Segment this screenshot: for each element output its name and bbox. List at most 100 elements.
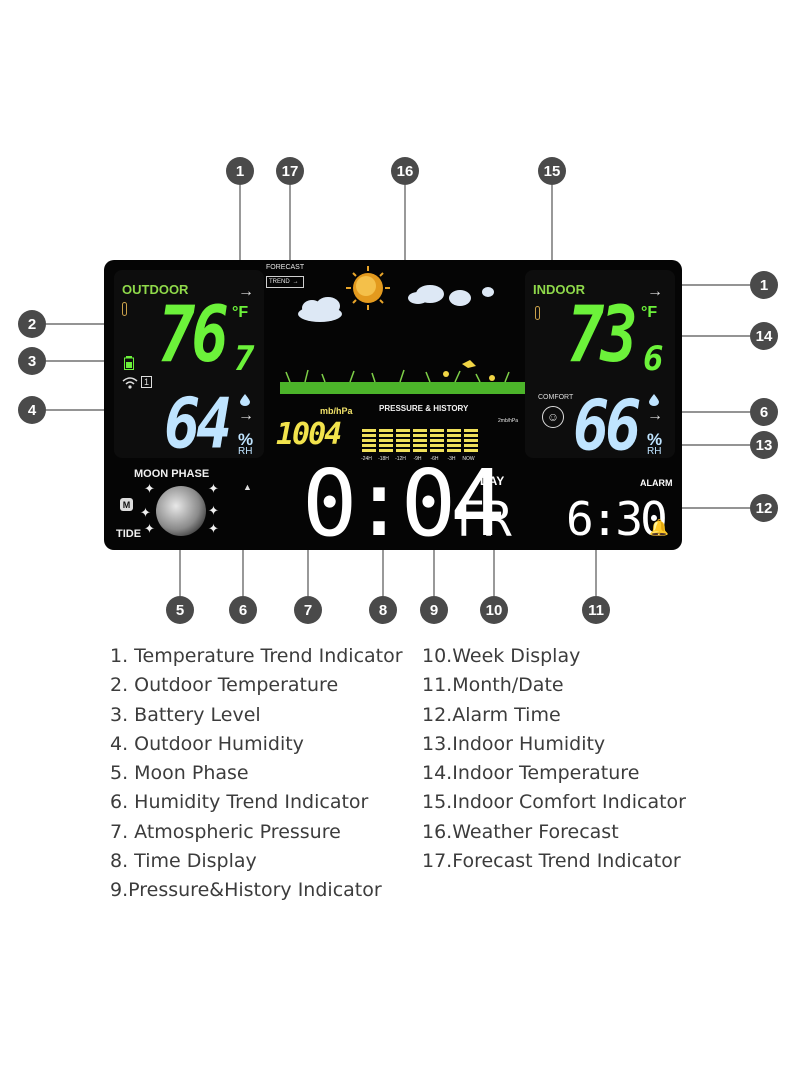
indoor-humidity-trend-arrow: → — [647, 407, 663, 424]
outdoor-title: OUTDOOR — [122, 282, 189, 297]
weather-forecast-icon — [280, 266, 530, 394]
legend-item: 2. Outdoor Temperature — [110, 674, 339, 697]
callout-8: 8 — [369, 596, 397, 624]
legend-item: 16.Weather Forecast — [422, 820, 619, 843]
forecast-trend-arrow: → — [292, 279, 299, 285]
callout-5: 5 — [166, 596, 194, 624]
pressure-history-label: -12H — [395, 456, 406, 462]
outdoor-temp-trend-arrow: → — [238, 283, 254, 300]
butterfly-icon — [462, 360, 476, 368]
legend-right-column: 10.Week Display 11.Month/Date 12.Alarm Tim… — [422, 642, 686, 876]
legend-item: 5. Moon Phase — [110, 762, 249, 785]
indoor-thermometer-icon — [535, 306, 540, 320]
legend-left-column: 1. Temperature Trend Indicator 2. Outdoor… — [110, 642, 403, 906]
pressure-history-title: PRESSURE & HISTORY — [379, 404, 469, 413]
pressure-value: 1004 — [276, 417, 342, 452]
callout-3: 3 — [18, 347, 46, 375]
legend-item: 13.Indoor Humidity — [422, 732, 606, 755]
callout-16: 16 — [391, 157, 419, 185]
alarm-bell-icon: 🔔 — [649, 520, 669, 537]
legend-item: 3. Battery Level — [110, 703, 261, 726]
indoor-humidity-drop-icon — [649, 394, 659, 406]
comfort-label: COMFORT — [538, 394, 574, 401]
indoor-temp-dec: 6 — [643, 339, 664, 379]
callout-14: 14 — [750, 322, 778, 350]
pressure-history-label: -3H — [447, 456, 456, 462]
sun-icon — [346, 266, 390, 310]
pressure-scale-note: 2mb/hPa — [498, 418, 519, 424]
star-icon: ✦ — [144, 521, 155, 536]
outdoor-temp-int: 76 — [158, 288, 229, 380]
star-icon: ✦ — [208, 481, 219, 496]
outdoor-panel: OUTDOOR → 76 7 °F 1 64 → % RH — [114, 270, 264, 459]
callout-15: 15 — [538, 157, 566, 185]
outdoor-temp-dec: 7 — [234, 339, 255, 379]
indoor-temp-unit: °F — [641, 304, 658, 321]
legend-item: 1. Temperature Trend Indicator — [110, 645, 403, 667]
tide-label: TIDE — [116, 528, 142, 540]
callout-2: 2 — [18, 310, 46, 338]
callout-1-top: 1 — [226, 157, 254, 185]
star-icon: ✦ — [140, 505, 151, 520]
callout-11: 11 — [582, 596, 610, 624]
forecast-trend-label: TREND — [269, 279, 290, 285]
thermometer-icon — [122, 302, 127, 316]
grass-icon — [280, 360, 530, 394]
callout-17: 17 — [276, 157, 304, 185]
pressure-history-bar — [430, 428, 444, 452]
indoor-humidity-unit: % — [647, 430, 663, 449]
callout-13: 13 — [750, 431, 778, 459]
forecast-trend-indicator: TREND → — [266, 276, 304, 288]
moon-phase-title: MOON PHASE — [134, 468, 210, 480]
callout-1-right: 1 — [750, 271, 778, 299]
channel-badge: 1 — [141, 376, 152, 388]
outdoor-temp-unit: °F — [232, 304, 249, 321]
outdoor-humidity-trend-arrow: → — [238, 407, 254, 424]
pressure-history-label: -24H — [361, 456, 372, 462]
cloud-icon — [298, 285, 494, 322]
callout-9: 9 — [420, 596, 448, 624]
pressure-history-bar — [379, 428, 393, 452]
indoor-panel: INDOOR → 73 6 °F 66 → % RH — [525, 270, 675, 467]
star-icon: ✦ — [144, 481, 155, 496]
comfort-smiley-icon: ☺ — [542, 406, 564, 428]
legend-item: 15.Indoor Comfort Indicator — [422, 791, 686, 814]
legend-item: 9.Pressure&History Indicator — [110, 879, 382, 902]
pressure-history-label: -18H — [378, 456, 389, 462]
legend-item: 7. Atmospheric Pressure — [110, 820, 341, 843]
time-display: 0:04 — [302, 450, 506, 550]
pressure-history-bar — [464, 428, 478, 452]
pressure-history-bar — [447, 428, 461, 452]
legend-item: 12.Alarm Time — [422, 703, 561, 726]
battery-icon — [124, 356, 134, 370]
outdoor-humidity-rh: RH — [238, 446, 253, 457]
indoor-temp-int: 73 — [567, 288, 638, 380]
legend-item: 4. Outdoor Humidity — [110, 732, 304, 755]
weather-station-screen: OUTDOOR → 76 7 °F 1 64 → % RH FORECAST T… — [104, 260, 682, 550]
star-icon: ✦ — [208, 503, 219, 518]
day-label: DAY — [480, 474, 505, 488]
legend-item: 17.Forecast Trend Indicator — [422, 850, 681, 873]
moon-triangle-icon: ▲ — [243, 482, 252, 492]
callout-6-right: 6 — [750, 398, 778, 426]
pressure-history-label: -6H — [430, 456, 439, 462]
callout-10: 10 — [480, 596, 508, 624]
callout-4: 4 — [18, 396, 46, 424]
callout-7: 7 — [294, 596, 322, 624]
legend-item: 11.Month/Date — [422, 674, 564, 697]
pressure-history-label: -9H — [413, 456, 422, 462]
indoor-title: INDOOR — [533, 282, 585, 297]
star-icon: ✦ — [208, 521, 219, 536]
wifi-signal-icon — [122, 377, 138, 389]
pressure-history-bar — [396, 428, 410, 452]
indoor-humidity-rh: RH — [647, 446, 662, 457]
legend-item: 10.Week Display — [422, 645, 581, 667]
indoor-humidity: 66 — [573, 386, 641, 467]
indoor-temp-trend-arrow: → — [647, 283, 663, 300]
alarm-time: 6:30 — [566, 492, 668, 546]
outdoor-humidity-unit: % — [238, 430, 254, 449]
moon-mode-badge: M — [120, 498, 133, 511]
week-display: FR — [456, 492, 512, 548]
pressure-history-bars — [362, 428, 478, 452]
